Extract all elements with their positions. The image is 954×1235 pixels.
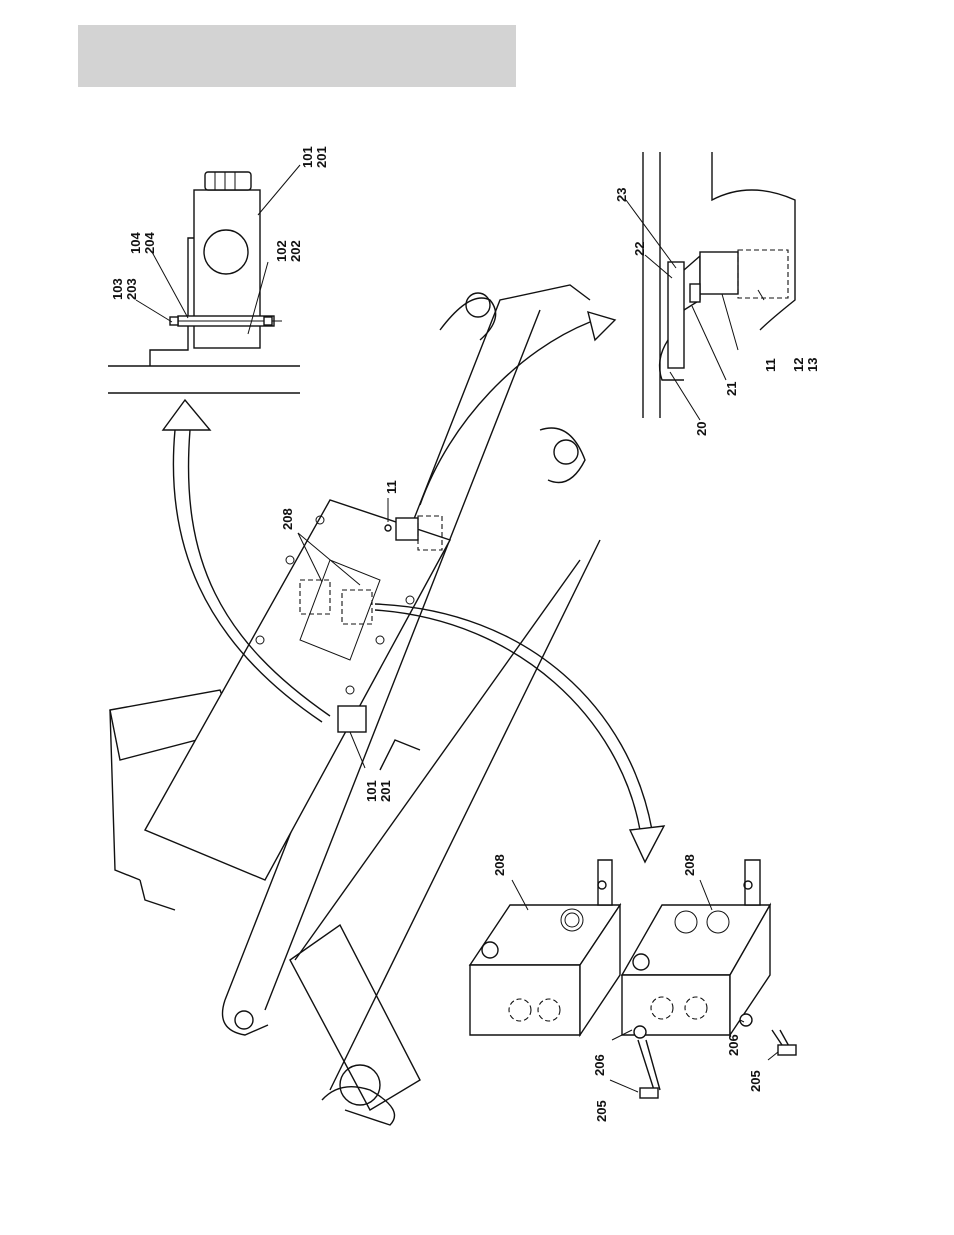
detail-limit-switch [643, 152, 795, 418]
callout-202: 202 [288, 240, 303, 262]
callout-208-left-block: 208 [492, 854, 507, 876]
callout-22: 22 [632, 242, 647, 256]
callout-206-left: 206 [592, 1054, 607, 1076]
callout-11-main: 11 [384, 480, 399, 494]
callout-12: 12 [791, 358, 806, 372]
callout-208-right-block: 208 [682, 854, 697, 876]
callout-206-right: 206 [726, 1034, 741, 1056]
callout-101-main: 101 [364, 780, 379, 802]
callout-201: 201 [314, 146, 329, 168]
detail-valve-blocks [470, 860, 796, 1098]
callout-102: 102 [274, 240, 289, 262]
callout-205-right: 205 [748, 1070, 763, 1092]
callout-205-left: 205 [594, 1100, 609, 1122]
callout-20: 20 [694, 422, 709, 436]
callout-11-detail: 11 [763, 358, 778, 372]
callout-103: 103 [110, 278, 125, 300]
callout-208-main: 208 [280, 508, 295, 530]
callout-23: 23 [614, 188, 629, 202]
callout-204: 204 [142, 232, 157, 254]
callout-21: 21 [724, 382, 739, 396]
callout-101: 101 [300, 146, 315, 168]
callout-201-main: 201 [378, 780, 393, 802]
callout-13: 13 [805, 358, 820, 372]
callout-203: 203 [124, 278, 139, 300]
callout-104: 104 [128, 232, 143, 254]
